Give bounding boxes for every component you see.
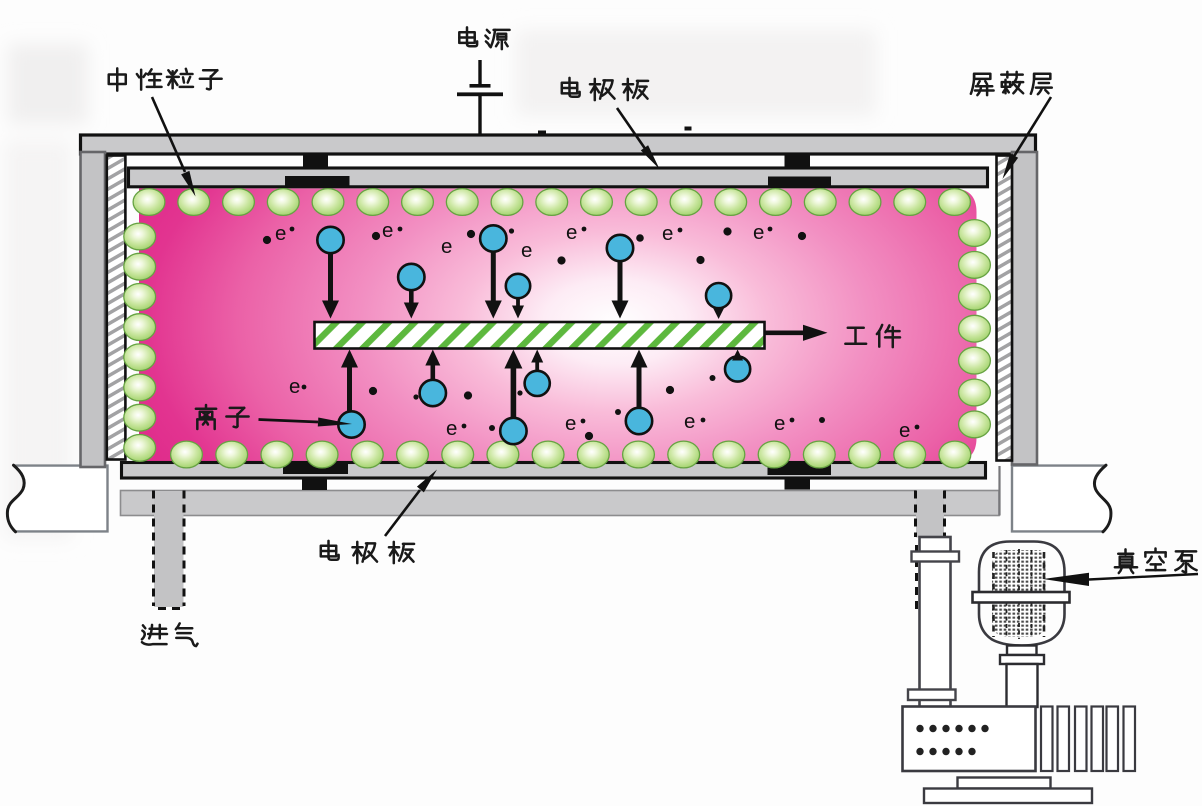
svg-text:e: e <box>289 375 300 398</box>
svg-text:e: e <box>446 417 457 440</box>
svg-text:e: e <box>899 419 910 442</box>
svg-text:e: e <box>662 222 673 245</box>
svg-text:e: e <box>774 412 785 435</box>
svg-text:e: e <box>684 410 695 433</box>
svg-text:e: e <box>441 235 452 258</box>
svg-text:e: e <box>566 221 577 244</box>
svg-text:e: e <box>382 219 393 242</box>
svg-text:e: e <box>565 412 576 435</box>
svg-text:e: e <box>275 222 286 245</box>
svg-text:e: e <box>753 221 764 244</box>
svg-text:e: e <box>521 239 532 262</box>
